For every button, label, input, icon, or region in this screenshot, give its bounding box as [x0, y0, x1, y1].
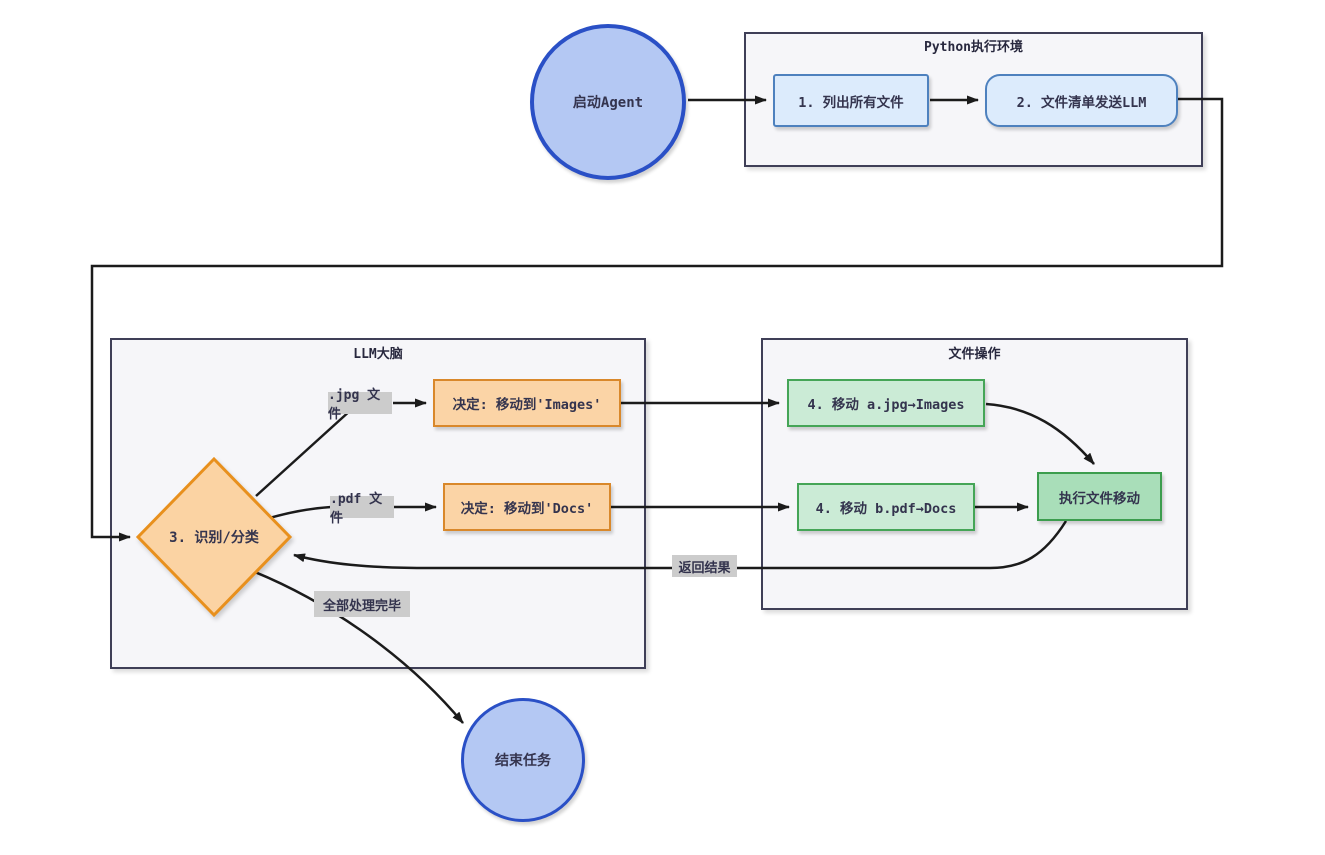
- node-exec-move: 执行文件移动: [1037, 472, 1162, 521]
- node-move-pdf: 4. 移动 b.pdf→Docs: [797, 483, 975, 531]
- group-file-ops-title: 文件操作: [948, 347, 1001, 362]
- node-classify: 3. 识别/分类: [169, 530, 259, 546]
- edge-label-return-result: 返回结果: [672, 555, 737, 577]
- node-list-files: 1. 列出所有文件: [773, 74, 929, 127]
- node-move-jpg: 4. 移动 a.jpg→Images: [787, 379, 985, 427]
- edge-label-pdf-file: .pdf 文件: [330, 492, 394, 526]
- node-decide-docs: 决定: 移动到'Docs': [443, 483, 611, 531]
- edge-label-jpg-file: .jpg 文件: [328, 388, 392, 422]
- node-send-llm: 2. 文件清单发送LLM: [985, 74, 1178, 127]
- edge-label-all-done: 全部处理完毕: [314, 591, 410, 617]
- node-end: 结束任务: [461, 698, 585, 822]
- group-python-env-title: Python执行环境: [924, 40, 1023, 55]
- node-decide-images: 决定: 移动到'Images': [433, 379, 621, 427]
- node-start: 启动Agent: [530, 24, 686, 180]
- group-llm-brain-title: LLM大脑: [353, 347, 403, 362]
